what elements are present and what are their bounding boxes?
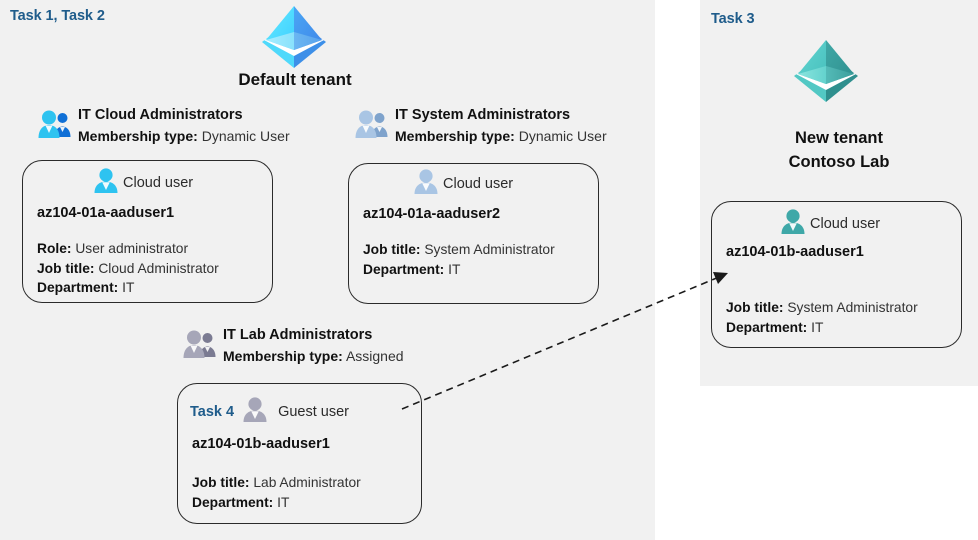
- group-membership-type-value: Assigned: [345, 348, 404, 364]
- property-label: Job title:: [726, 300, 784, 315]
- property-value: IT: [811, 319, 824, 335]
- group-membership-type-label: Membership type:: [395, 128, 515, 144]
- property-department: Department: IT: [726, 318, 918, 338]
- user-type-label: Cloud user: [443, 176, 514, 192]
- property-value: Lab Administrator: [253, 475, 361, 490]
- card-properties: Role: User administrator Job title: Clou…: [37, 239, 219, 298]
- property-department: Department: IT: [37, 278, 219, 298]
- card-username: az104-01b-aaduser1: [192, 436, 330, 452]
- group-users-icon: [355, 109, 389, 144]
- default-tenant-icon: [258, 2, 330, 75]
- group-membership-type-label: Membership type:: [223, 348, 343, 364]
- property-value: IT: [277, 494, 290, 510]
- user-card-guest-az104-01b-aaduser1[interactable]: Task 4 Guest user az104-01b-aaduser1 Job…: [177, 383, 422, 524]
- property-job-title: Job title: Cloud Administrator: [37, 259, 219, 279]
- cloud-user-icon: [413, 168, 439, 200]
- card-username: az104-01b-aaduser1: [726, 244, 864, 260]
- card-username: az104-01a-aaduser1: [37, 205, 175, 221]
- property-label: Job title:: [192, 475, 250, 490]
- property-value: IT: [448, 261, 461, 277]
- card-header: Task 4 Guest user: [190, 396, 349, 428]
- new-tenant-icon: [790, 36, 862, 109]
- group-name: IT Cloud Administrators: [78, 107, 243, 123]
- group-users-icon: [38, 109, 72, 144]
- card-properties: Job title: System Administrator Departme…: [726, 298, 918, 337]
- group-membership-type-label: Membership type:: [78, 128, 198, 144]
- new-tenant-title-line1: New tenant: [794, 129, 883, 147]
- default-tenant-title: Default tenant: [238, 70, 352, 89]
- user-type-label: Cloud user: [810, 216, 881, 232]
- property-role: Role: User administrator: [37, 239, 219, 259]
- new-tenant-title: New tenant Contoso Lab: [716, 126, 962, 174]
- group-name: IT Lab Administrators: [223, 327, 373, 343]
- property-value: System Administrator: [787, 300, 918, 315]
- property-label: Job title:: [363, 242, 421, 257]
- new-tenant-title-line2: Contoso Lab: [788, 153, 890, 171]
- property-label: Department:: [363, 261, 445, 277]
- property-value: System Administrator: [424, 242, 555, 257]
- card-properties: Job title: System Administrator Departme…: [363, 240, 555, 279]
- cloud-user-icon: [93, 167, 119, 199]
- user-card-az104-01a-aaduser1[interactable]: Cloud user az104-01a-aaduser1 Role: User…: [22, 160, 273, 303]
- group-it-system-administrators-text: IT System Administrators Membership type…: [395, 105, 607, 147]
- card-header: Cloud user: [780, 208, 880, 240]
- property-job-title: Job title: Lab Administrator: [192, 473, 361, 493]
- task-label-3: Task 3: [711, 11, 755, 27]
- property-job-title: Job title: System Administrator: [726, 298, 918, 318]
- property-department: Department: IT: [363, 260, 555, 280]
- group-membership-type-value: Dynamic User: [201, 128, 290, 144]
- group-it-cloud-administrators-text: IT Cloud Administrators Membership type:…: [78, 105, 290, 147]
- property-label: Department:: [192, 494, 274, 510]
- group-membership-type: Membership type: Dynamic User: [395, 125, 607, 147]
- card-username: az104-01a-aaduser2: [363, 206, 501, 222]
- property-label: Department:: [37, 280, 119, 295]
- property-label: Role:: [37, 241, 72, 256]
- property-job-title: Job title: System Administrator: [363, 240, 555, 260]
- property-value: User administrator: [75, 241, 189, 256]
- property-label: Department:: [726, 319, 808, 335]
- property-value: IT: [122, 280, 135, 295]
- user-type-label: Cloud user: [123, 175, 194, 191]
- user-type-label: Guest user: [278, 404, 349, 420]
- group-name: IT System Administrators: [395, 107, 571, 123]
- user-card-az104-01a-aaduser2[interactable]: Cloud user az104-01a-aaduser2 Job title:…: [348, 163, 599, 304]
- cloud-user-icon: [780, 208, 806, 240]
- group-users-icon: [183, 329, 217, 364]
- default-tenant-panel: [0, 0, 655, 540]
- user-card-az104-01b-aaduser1[interactable]: Cloud user az104-01b-aaduser1 Job title:…: [711, 201, 962, 348]
- group-membership-type: Membership type: Assigned: [223, 345, 404, 367]
- property-department: Department: IT: [192, 493, 361, 513]
- property-value: Cloud Administrator: [98, 260, 219, 276]
- task-label-1-2: Task 1, Task 2: [10, 8, 105, 24]
- card-header: Cloud user: [93, 167, 193, 199]
- group-membership-type-value: Dynamic User: [518, 128, 607, 144]
- card-header: Cloud user: [413, 168, 513, 200]
- card-properties: Job title: Lab Administrator Department:…: [192, 473, 361, 512]
- guest-user-icon: [242, 396, 268, 428]
- group-membership-type: Membership type: Dynamic User: [78, 125, 290, 147]
- task-label-4: Task 4: [190, 404, 235, 420]
- group-it-lab-administrators-text: IT Lab Administrators Membership type: A…: [223, 325, 404, 367]
- property-label: Job title:: [37, 260, 95, 276]
